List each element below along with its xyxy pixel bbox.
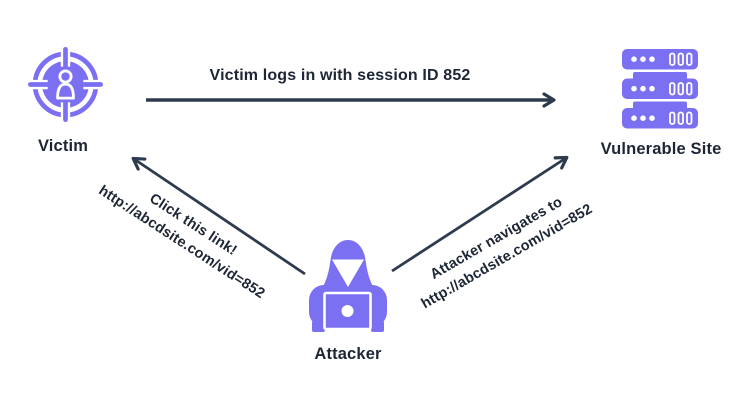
target-ticks [28, 47, 103, 122]
server-led-dots [631, 56, 655, 121]
edge-label-victim-login: Victim logs in with session ID 852 [209, 67, 471, 84]
hood-opening [332, 259, 364, 287]
person-head [58, 69, 73, 84]
vulnerable-site-label: Vulnerable Site [600, 140, 722, 158]
laptop-logo [341, 305, 354, 317]
target-user-icon [28, 47, 103, 122]
hooded-hacker-laptop-icon [309, 240, 387, 332]
person-body [56, 82, 75, 100]
server-vent-bars [669, 52, 693, 125]
victim-label: Victim [37, 137, 89, 155]
attacker-label: Attacker [314, 345, 382, 363]
arrow-attacker-to-site [391, 155, 569, 273]
arrow-attacker-to-victim [131, 156, 306, 276]
server-stack-icon [622, 49, 698, 129]
